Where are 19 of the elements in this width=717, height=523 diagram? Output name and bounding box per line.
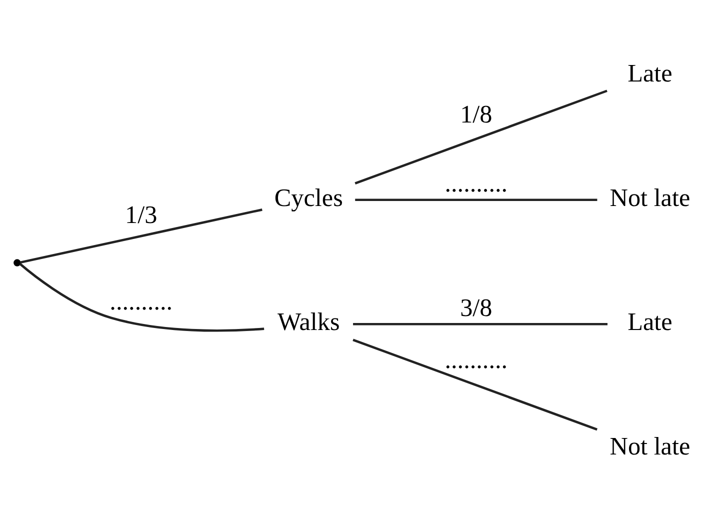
edge-label: ..........: [444, 346, 508, 374]
connector: [20, 208, 262, 264]
node-text: Not late: [610, 432, 690, 460]
edge-label: 3/8: [460, 294, 492, 322]
node-text: Late: [628, 308, 672, 336]
connector: [355, 198, 598, 201]
edge-label: 1/3: [125, 202, 158, 229]
connector: [352, 338, 598, 430]
node-text: Not late: [610, 184, 690, 212]
node-point: [14, 258, 21, 266]
node-text: Cycles: [274, 184, 343, 212]
node-text: Late: [628, 60, 672, 88]
connector: [353, 322, 608, 325]
connector: [19, 262, 264, 332]
edge-label: 1/8: [460, 100, 492, 128]
edge-label: ..........: [444, 170, 508, 198]
node-text: Walks: [278, 308, 340, 336]
edge-label: ..........: [110, 288, 173, 316]
connector: [354, 89, 608, 184]
